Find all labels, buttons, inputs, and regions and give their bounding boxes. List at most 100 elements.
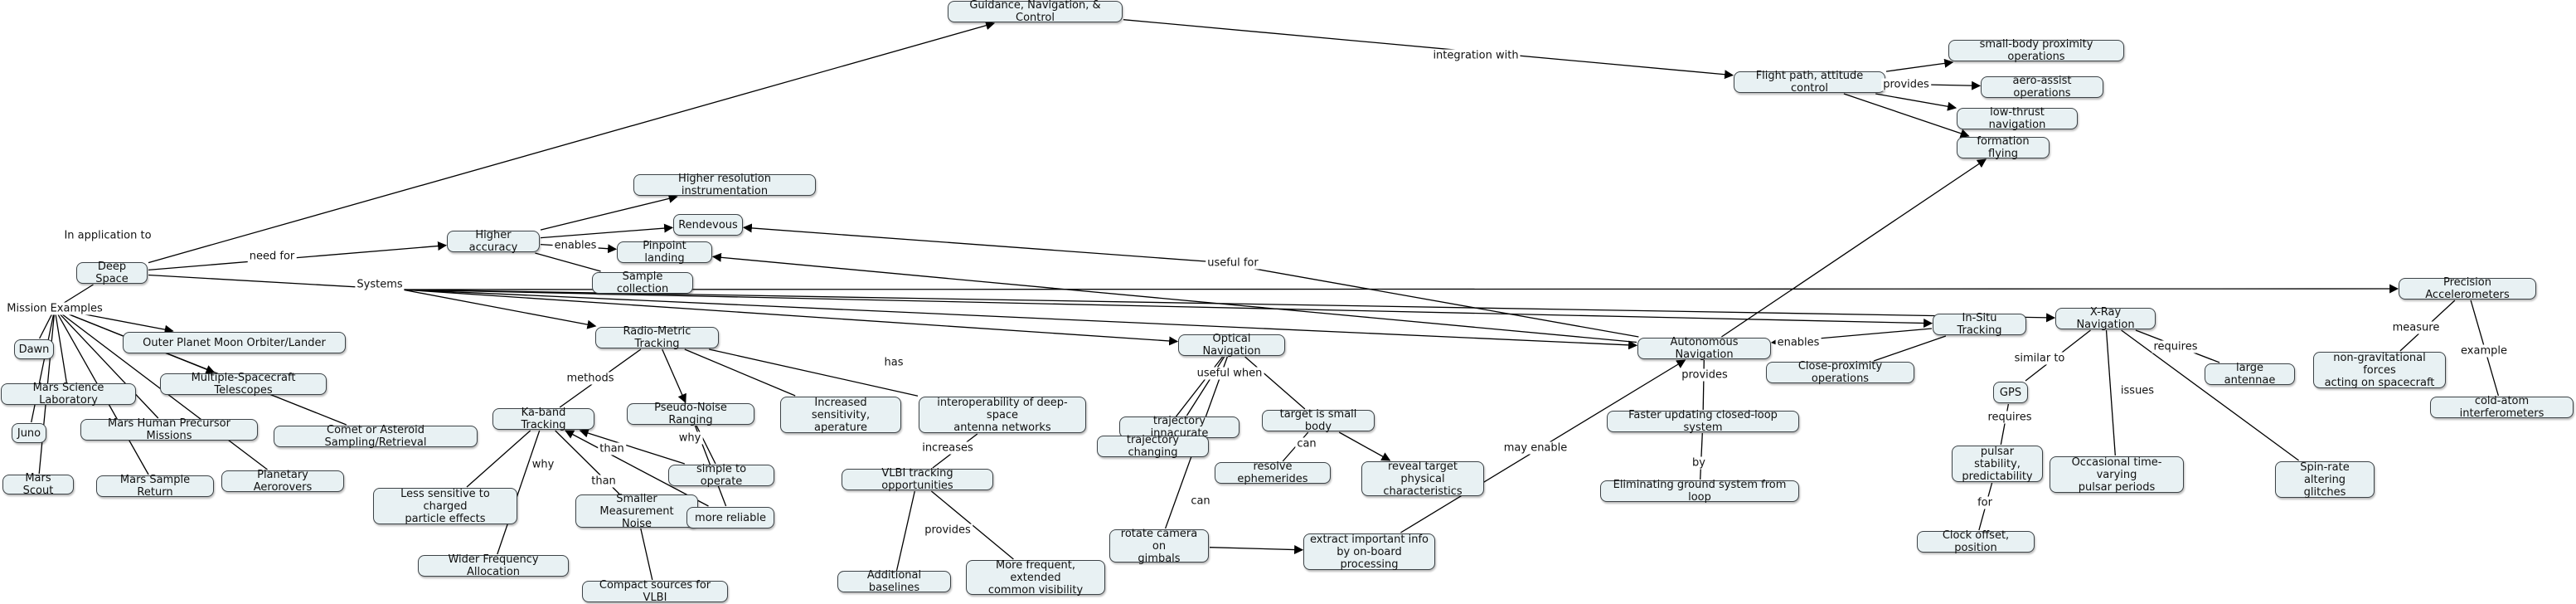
node-compact[interactable]: Compact sources for VLBI <box>582 579 728 604</box>
node-in-situ[interactable]: In-Situ Tracking <box>1933 312 2026 337</box>
node-multi-telescopes[interactable]: Multiple-Spacecraft Telescopes <box>160 372 327 397</box>
connector-higher-accuracy-to-higher-res <box>540 193 678 231</box>
node-extract[interactable]: extract important info by on-board proce… <box>1303 533 1435 571</box>
node-cold-atom[interactable]: cold-atom interferometers <box>2430 395 2574 420</box>
node-reveal[interactable]: reveal target physical characteristics <box>1361 460 1484 498</box>
connector-mission-examples-to-mars-human <box>54 308 159 419</box>
node-aero-assist[interactable]: aero-assist operations <box>1981 75 2103 100</box>
node-small-body[interactable]: small-body proximity operations <box>1948 38 2124 63</box>
connector-rotate-camera-to-extract <box>1209 545 1304 555</box>
node-simple[interactable]: simple to operate <box>668 463 774 488</box>
link-label-measure: measure <box>2390 321 2442 334</box>
node-sample-collection[interactable]: Sample collection <box>592 270 693 295</box>
connector-higher-accuracy-to-rendevous <box>540 223 674 239</box>
node-autonomous[interactable]: Autonomous Navigation <box>1637 336 1771 361</box>
link-label-useful-for: useful for <box>1206 256 1260 270</box>
link-label-why-1: why <box>530 458 556 471</box>
node-dawn[interactable]: Dawn <box>14 339 54 359</box>
node-resolve-eph[interactable]: resolve ephemerides <box>1215 460 1331 485</box>
node-optical[interactable]: Optical Navigation <box>1178 333 1285 358</box>
connector-flight-path-to-small-body <box>1885 58 1954 72</box>
link-label-by: by <box>1691 456 1707 470</box>
node-flight-path[interactable]: Flight path, attitude control <box>1734 70 1885 95</box>
node-vlbi[interactable]: VLBI tracking opportunities <box>842 467 993 492</box>
node-more-frequent[interactable]: More frequent, extended common visibilit… <box>966 559 1105 597</box>
connector-higher-accuracy-to-sample-collection <box>535 252 601 272</box>
node-higher-accuracy[interactable]: Higher accuracy <box>447 229 540 254</box>
connector-ka-band-to-wider-freq <box>497 430 541 555</box>
node-spin-rate[interactable]: Spin-rate altering glitches <box>2275 461 2375 499</box>
node-radio-metric[interactable]: Radio-Metric Tracking <box>595 325 719 350</box>
node-higher-res[interactable]: Higher resolution instrumentation <box>633 173 816 197</box>
node-mars-science[interactable]: Mars Science Laboratory <box>1 382 136 407</box>
node-pseudo-noise[interactable]: Pseudo-Noise Ranging <box>627 402 754 426</box>
link-label-mission-examples: Mission Examples <box>5 302 104 315</box>
connector-optical-to-small-body-target <box>1244 356 1306 410</box>
link-label-in-application-to: In application to <box>62 229 153 242</box>
link-label-similar-to: similar to <box>2012 352 2067 365</box>
node-more-reliable[interactable]: more reliable <box>686 507 774 528</box>
connector-radio-metric-to-increased-sens <box>684 348 796 397</box>
link-label-why-2: why <box>677 431 703 445</box>
connector-simple-to-ka-band <box>579 428 685 465</box>
node-occasional[interactable]: Occasional time-varying pulsar periods <box>2050 456 2184 494</box>
connector-systems-to-precision-acc <box>401 284 2399 294</box>
connector-more-reliable-to-ka-band <box>565 430 709 507</box>
node-mars-human[interactable]: Mars Human Precursor Missions <box>80 417 258 442</box>
connector-systems-to-optical <box>401 289 1179 346</box>
connector-autonomous-to-faster-loop <box>1702 359 1705 411</box>
node-additional-baselines[interactable]: Additional baselines <box>837 569 951 594</box>
node-pulsar-stab[interactable]: pulsar stability, predictability <box>1952 446 2043 483</box>
connector-systems-to-radio-metric <box>401 289 597 329</box>
node-ka-band[interactable]: Ka-band Tracking <box>492 407 594 431</box>
node-mars-sample[interactable]: Mars Sample Return <box>96 474 214 499</box>
connector-optical-to-traj-innacurate <box>1186 356 1225 416</box>
node-traj-changing[interactable]: trajectory changing <box>1097 434 1209 459</box>
connector-systems-to-autonomous <box>401 289 1638 350</box>
link-label-methods: methods <box>565 372 616 385</box>
node-eliminating[interactable]: Eliminating ground system from loop <box>1600 479 1799 504</box>
node-faster-loop[interactable]: Faster updating closed-loop system <box>1607 409 1799 434</box>
connector-radio-metric-to-interop <box>709 348 919 397</box>
node-mars-scout[interactable]: Mars Scout <box>2 472 74 497</box>
node-rendevous[interactable]: Rendevous <box>673 214 743 236</box>
node-small-body-target[interactable]: target is small body <box>1262 408 1375 433</box>
link-label-example: example <box>2459 344 2509 358</box>
link-label-systems: Systems <box>355 278 405 291</box>
connector-mission-examples-to-comet <box>54 308 347 426</box>
connector-autonomous-to-rendevous <box>742 223 1639 338</box>
node-close-prox[interactable]: Close-proximity operations <box>1766 360 1914 385</box>
node-non-grav[interactable]: non-gravitational forces acting on space… <box>2313 352 2446 389</box>
node-outer-planet[interactable]: Outer Planet Moon Orbiter/Lander <box>123 332 346 353</box>
node-formation[interactable]: formation flying <box>1957 135 2050 160</box>
link-label-provides-2: provides <box>923 524 973 537</box>
node-smaller-noise[interactable]: Smaller Measurement Noise <box>575 493 698 530</box>
connector-lines <box>31 19 2500 581</box>
node-wider-freq[interactable]: Wider Frequency Allocation <box>418 553 569 578</box>
link-label-for: for <box>1976 496 1994 509</box>
node-juno[interactable]: Juno <box>12 423 46 443</box>
connector-flight-path-to-low-thrust <box>1875 93 1957 111</box>
node-less-sensitive[interactable]: Less sensitive to charged particle effec… <box>373 488 517 525</box>
node-xray[interactable]: X-Ray Navigation <box>2055 306 2156 331</box>
node-large-ant[interactable]: large antennae <box>2205 362 2295 387</box>
node-gnc[interactable]: Guidance, Navigation, & Control <box>948 0 1123 24</box>
link-label-issues: issues <box>2118 384 2156 397</box>
node-deep-space[interactable]: Deep Space <box>76 261 148 285</box>
node-pinpoint[interactable]: Pinpoint landing <box>617 240 712 265</box>
node-comet[interactable]: Comet or Asteroid Sampling/Retrieval <box>274 424 478 449</box>
connector-gps-to-pulsar-stab <box>2000 403 2010 446</box>
connector-deep-space-to-higher-accuracy <box>148 241 448 271</box>
node-precision-acc[interactable]: Precision Accelerometers <box>2399 276 2536 301</box>
node-aerorovers[interactable]: Planetary Aerorovers <box>221 469 344 494</box>
link-label-may-enable: may enable <box>1501 441 1569 455</box>
link-label-provides-3: provides <box>1680 368 1729 382</box>
connector-vlbi-to-additional-baselines <box>896 490 915 571</box>
node-interop[interactable]: interoperability of deep-space antenna n… <box>919 397 1086 434</box>
node-gps[interactable]: GPS <box>1993 382 2028 403</box>
link-label-requires-1: requires <box>2152 340 2200 353</box>
node-rotate-camera[interactable]: rotate camera on gimbals <box>1109 528 1209 565</box>
node-increased-sens[interactable]: Increased sensitivity, aperature <box>780 397 901 434</box>
node-clock[interactable]: Clock offset, position <box>1917 529 2035 554</box>
node-low-thrust[interactable]: low-thrust navigation <box>1957 106 2078 131</box>
